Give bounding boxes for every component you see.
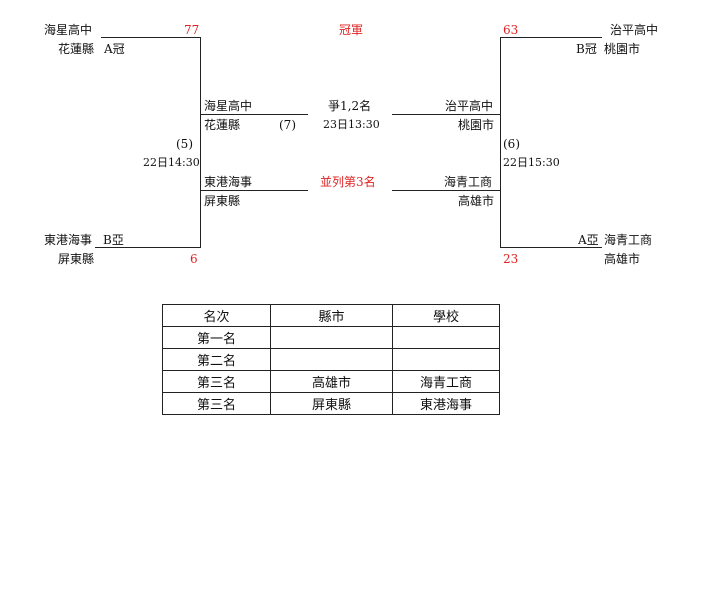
- right-final-lower-line: [392, 190, 500, 191]
- school-cell: [392, 348, 500, 371]
- county-cell: [270, 348, 393, 371]
- table-row: 第一名: [162, 326, 500, 349]
- rank-cell: 第三名: [162, 370, 271, 393]
- left-bottom-school: 東港海事: [44, 233, 93, 247]
- rank-cell: 第三名: [162, 392, 271, 415]
- county-cell: 屏東縣: [270, 392, 393, 415]
- left-final-upper-line: [200, 114, 308, 115]
- right-bottom-county: 高雄市: [604, 252, 641, 266]
- left-final-upper-county: 花蓮縣: [204, 118, 241, 132]
- right-bottom-score: 23: [503, 252, 519, 266]
- left-bottom-score: 6: [190, 252, 198, 266]
- header-rank: 名次: [162, 304, 271, 327]
- right-final-upper-county: 桃園市: [458, 118, 495, 132]
- right-top-seed: B冠: [576, 42, 597, 56]
- right-bottom-school: 海青工商: [604, 233, 653, 247]
- right-top-score: 63: [503, 23, 519, 37]
- school-cell: 東港海事: [392, 392, 500, 415]
- left-final-lower-county: 屏東縣: [204, 194, 241, 208]
- right-bottom-seed: A亞: [578, 233, 599, 247]
- left-bottom-county: 屏東縣: [58, 252, 95, 266]
- table-row: 第二名: [162, 348, 500, 371]
- table-header-row: 名次 縣市 學校: [162, 304, 500, 327]
- left-final-match-number: (7): [279, 118, 296, 132]
- left-match-number: (5): [176, 137, 193, 151]
- left-final-upper-school: 海星高中: [204, 99, 253, 113]
- final-label: 爭1,2名: [328, 99, 372, 113]
- right-final-upper-school: 治平高中: [445, 99, 494, 113]
- left-top-school: 海星高中: [44, 23, 93, 37]
- right-match-number: (6): [503, 137, 520, 151]
- right-bottom-line: [500, 247, 602, 248]
- left-bottom-line: [95, 247, 201, 248]
- header-county: 縣市: [270, 304, 393, 327]
- final-time: 23日13:30: [323, 118, 380, 131]
- school-cell: [392, 326, 500, 349]
- third-place-label: 並列第3名: [320, 175, 376, 189]
- left-top-county: 花蓮縣: [58, 42, 95, 56]
- ranking-table: 名次 縣市 學校 第一名 第二名 第三名 高雄市 海青工商 第三名 屏東縣 東港…: [162, 304, 500, 415]
- right-top-line: [500, 37, 602, 38]
- left-top-line: [101, 37, 201, 38]
- right-final-lower-school: 海青工商: [444, 175, 493, 189]
- left-bracket-vertical: [200, 37, 201, 247]
- rank-cell: 第一名: [162, 326, 271, 349]
- rank-cell: 第二名: [162, 348, 271, 371]
- school-cell: 海青工商: [392, 370, 500, 393]
- left-final-lower-line: [200, 190, 308, 191]
- left-match-time: 22日14:30: [143, 156, 200, 169]
- champion-label: 冠軍: [339, 23, 364, 37]
- right-bracket-vertical: [500, 37, 501, 247]
- left-final-lower-school: 東港海事: [204, 175, 253, 189]
- left-bottom-seed: B亞: [103, 233, 124, 247]
- left-top-seed: A冠: [104, 42, 125, 56]
- right-match-time: 22日15:30: [503, 156, 560, 169]
- left-top-score: 77: [184, 23, 200, 37]
- right-top-school: 治平高中: [610, 23, 659, 37]
- table-row: 第三名 屏東縣 東港海事: [162, 392, 500, 415]
- right-top-county: 桃園市: [604, 42, 641, 56]
- table-row: 第三名 高雄市 海青工商: [162, 370, 500, 393]
- county-cell: 高雄市: [270, 370, 393, 393]
- county-cell: [270, 326, 393, 349]
- right-final-upper-line: [392, 114, 500, 115]
- right-final-lower-county: 高雄市: [458, 194, 495, 208]
- header-school: 學校: [392, 304, 500, 327]
